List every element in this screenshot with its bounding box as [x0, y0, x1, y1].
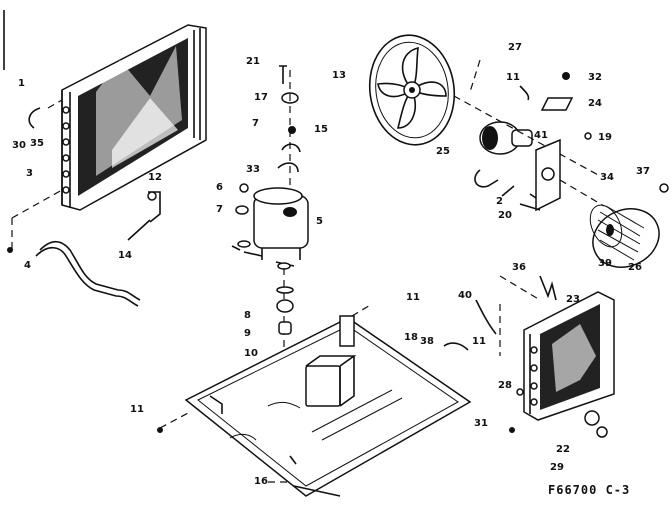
callout-39: 39 — [598, 258, 612, 269]
callout-13: 13 — [332, 70, 346, 81]
callout-34: 34 — [600, 172, 614, 183]
setscrew-part — [659, 183, 669, 193]
washer-part — [235, 205, 249, 215]
callout-29: 29 — [550, 462, 564, 473]
callout-23: 23 — [566, 294, 580, 305]
knob-part-small — [596, 426, 608, 438]
callout-1: 1 — [18, 78, 25, 89]
screw-part-11 — [157, 427, 163, 433]
tube-part-40 — [475, 299, 497, 335]
blower-wheel — [589, 204, 660, 268]
base-leader-2 — [159, 411, 191, 429]
callout-14: 14 — [118, 250, 132, 261]
knob-part — [584, 410, 600, 426]
callout-11c: 11 — [472, 336, 486, 347]
screw-part — [7, 247, 13, 253]
callout-11a: 11 — [506, 72, 520, 83]
diagram-code: F66700 C-3 — [548, 483, 630, 497]
callout-6: 6 — [216, 182, 223, 193]
callout-27: 27 — [508, 42, 522, 53]
callout-28: 28 — [498, 380, 512, 391]
clip-part-2 — [501, 185, 515, 197]
copper-tube-outline — [35, 246, 139, 307]
base-leader — [351, 303, 373, 317]
callout-35: 35 — [30, 138, 44, 149]
callout-41: 41 — [534, 130, 548, 141]
grommet-part — [276, 299, 294, 313]
nut-part-32 — [562, 72, 570, 80]
clip-part — [519, 85, 530, 101]
spacer-part — [278, 321, 292, 335]
callout-26: 26 — [628, 262, 642, 273]
callout-36a: 36 — [512, 262, 526, 273]
callout-11b: 11 — [406, 292, 420, 303]
condenser-coil — [61, 24, 207, 211]
grommet-washer — [276, 286, 294, 294]
blower-leader — [559, 179, 605, 207]
base-pan — [184, 315, 472, 497]
callout-11d: 11 — [130, 404, 144, 415]
callout-7a: 7 — [252, 118, 259, 129]
fan-blade — [368, 34, 456, 146]
callout-18: 18 — [404, 332, 418, 343]
motor-mount-bracket — [519, 138, 561, 212]
callout-40: 40 — [458, 290, 472, 301]
callout-30: 30 — [12, 140, 26, 151]
callout-17: 17 — [254, 92, 268, 103]
screw-part-31 — [509, 427, 515, 433]
callout-37: 37 — [636, 166, 650, 177]
motor-leader — [469, 59, 481, 93]
evaporator-coil — [523, 291, 615, 421]
coil-tube-bend — [28, 107, 41, 129]
callout-32: 32 — [588, 72, 602, 83]
copper-tube-part — [39, 240, 141, 301]
callout-4: 4 — [24, 260, 31, 271]
callout-8: 8 — [244, 310, 251, 321]
callout-16: 16 — [254, 476, 268, 487]
callout-10: 10 — [244, 348, 258, 359]
shaft-leader — [453, 95, 601, 177]
tube-part-39 — [443, 342, 469, 351]
bracket-hole — [147, 191, 157, 201]
bracket-part-24 — [540, 97, 574, 111]
callout-20: 20 — [498, 210, 512, 221]
evap-leader — [499, 275, 541, 301]
callout-33: 33 — [246, 164, 260, 175]
callout-31: 31 — [474, 418, 488, 429]
callout-19: 19 — [598, 132, 612, 143]
callout-25: 25 — [436, 146, 450, 157]
callout-7b: 7 — [216, 204, 223, 215]
fan-motor — [474, 121, 533, 188]
callout-5: 5 — [316, 216, 323, 227]
spring-clip-36 — [539, 275, 557, 301]
screw-part-19 — [584, 132, 592, 140]
screw-shaft — [127, 219, 151, 241]
nut-part — [239, 183, 249, 193]
callout-22: 22 — [556, 444, 570, 455]
callout-12: 12 — [148, 172, 162, 183]
callout-21: 21 — [246, 56, 260, 67]
screw-part-28 — [516, 388, 524, 396]
callout-24: 24 — [588, 98, 602, 109]
compressor-stack — [231, 65, 309, 270]
callout-9: 9 — [244, 328, 251, 339]
callout-2: 2 — [496, 196, 503, 207]
callout-15: 15 — [314, 124, 328, 135]
callout-3: 3 — [26, 168, 33, 179]
coil-leader-lines — [11, 99, 63, 250]
callout-38: 38 — [420, 336, 434, 347]
